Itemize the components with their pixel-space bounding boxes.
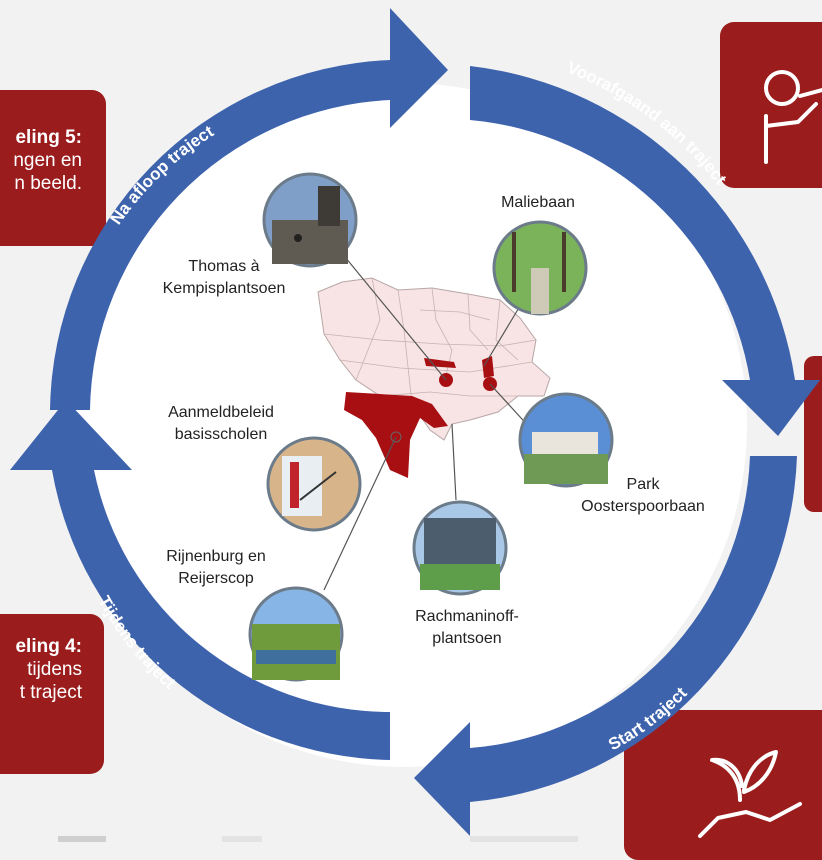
photo-rachmaninoff (412, 500, 508, 596)
arrow-after-trajectory (50, 8, 448, 410)
step-4-heading: eling 4: (15, 636, 82, 657)
cycle-arrows (10, 8, 820, 836)
label-maliebaan: Maliebaan (501, 194, 575, 211)
cycle-diagram: Na afloop traject Voorafgaand aan trajec… (10, 8, 822, 842)
hand-plant-icon (698, 750, 802, 838)
label-rachmaninoff: Rachmaninoff-plantsoen (415, 608, 519, 647)
step-4-panel (0, 614, 104, 774)
step-5-text: eling 5: ngen en n beeld. (0, 126, 82, 195)
step-4-line-2: t traject (19, 682, 82, 703)
footer-chip (58, 836, 106, 842)
photo-thomas (262, 172, 358, 268)
step-3-panel (624, 710, 822, 860)
arrow-before-trajectory (470, 66, 820, 436)
arrow-start-trajectory (414, 456, 797, 836)
footer-chip (222, 836, 262, 842)
step-5-panel (0, 90, 106, 246)
footer-chip (470, 836, 578, 842)
photo-rijnenburg (248, 586, 344, 682)
map-highlight-oost (482, 356, 494, 378)
step-4-line-1: tijdens (27, 659, 82, 680)
presenter-icon (764, 70, 822, 164)
map-highlight-maliebaan (424, 358, 456, 368)
step-5-line-1: ngen en (13, 150, 82, 171)
arrow-during-trajectory (10, 400, 390, 760)
photo-maliebaan (492, 220, 588, 316)
connector-lines (323, 245, 533, 591)
step-5-line-2: n beeld. (14, 173, 82, 194)
step-5-heading: eling 5: (15, 127, 82, 148)
step-1-panel (720, 22, 822, 188)
step-4-text: eling 4: tijdens t traject (0, 635, 82, 704)
city-map (317, 277, 551, 478)
photo-aanmeld (266, 436, 362, 532)
photo-park (518, 392, 614, 488)
